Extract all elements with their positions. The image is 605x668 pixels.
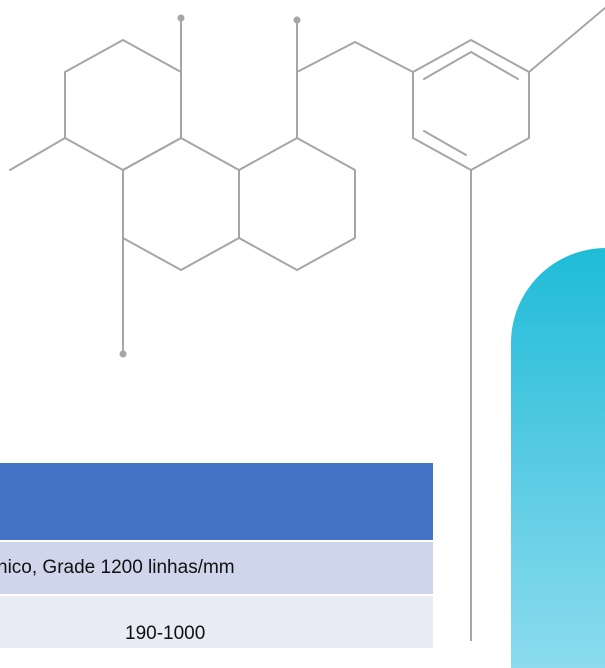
grating-spec-text: nico, Grade 1200 linhas/mm	[0, 557, 235, 578]
spec-table: nico, Grade 1200 linhas/mm 190-1000	[0, 463, 433, 648]
molecule-structure-icon	[9, 7, 605, 641]
table-row: nico, Grade 1200 linhas/mm	[0, 540, 433, 595]
accent-panel	[511, 248, 605, 668]
range-text: 190-1000	[125, 623, 206, 644]
table-cell: nico, Grade 1200 linhas/mm	[0, 540, 433, 595]
table-cell: 190-1000	[0, 594, 433, 648]
table-row: 190-1000	[0, 594, 433, 648]
table-header-row	[0, 463, 433, 541]
table-header-cell	[0, 463, 433, 541]
